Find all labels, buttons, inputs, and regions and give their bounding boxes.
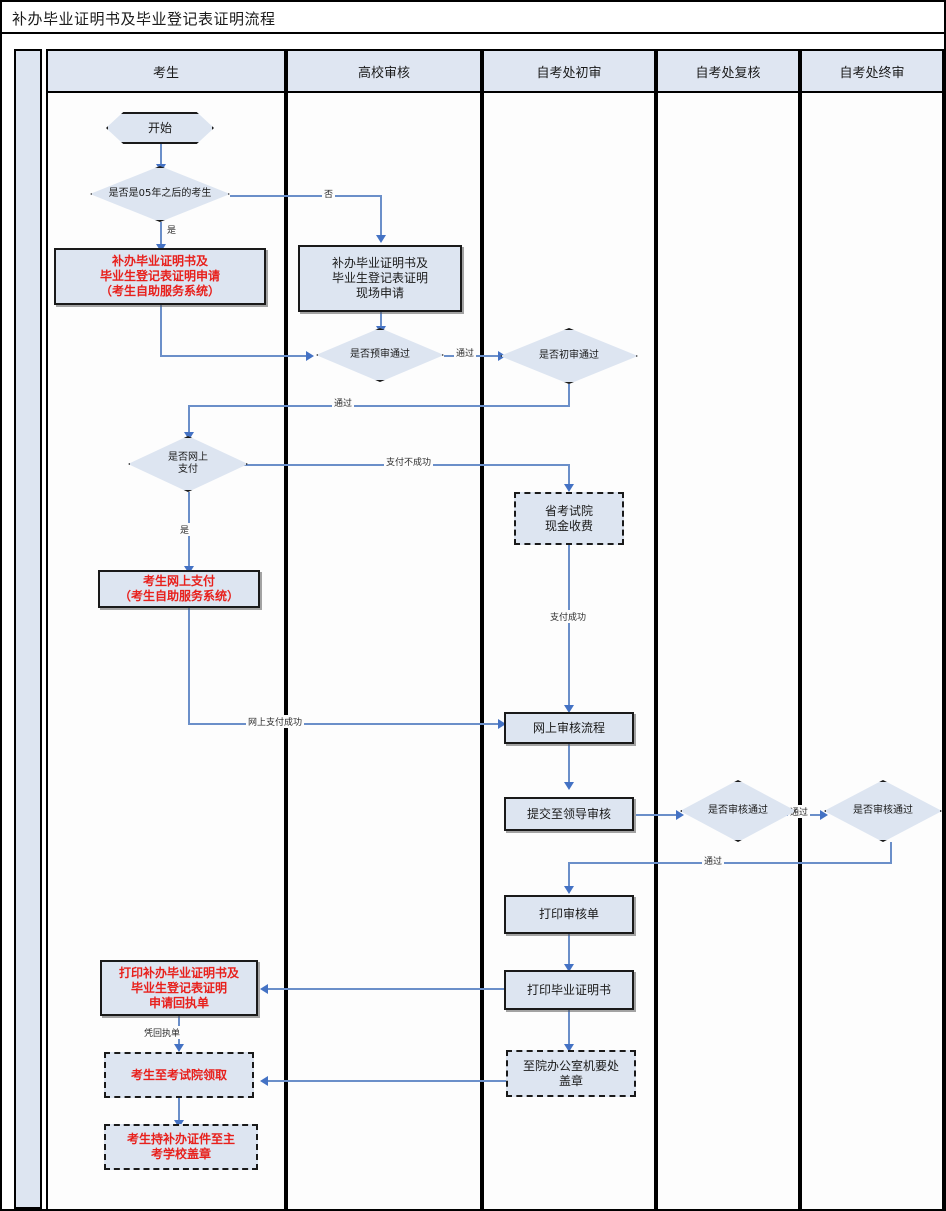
edge-printcert-to-receipt [264,988,504,990]
arrow-seal-to-pickup [260,1076,268,1086]
node-first-check[interactable]: 是否初审通过 [500,328,638,384]
arrow-onlinepay-to-review [498,719,506,729]
edge-label-yes: 是 [165,223,179,236]
node-print-review-sheet[interactable]: 打印审核单 [504,895,634,934]
edge-label-pass-precheck: 通过 [454,346,477,359]
edge-label-online-pay-success: 网上支付成功 [246,715,305,728]
arrow-reviewflow-to-submit [564,782,574,790]
node-review-pass[interactable]: 是否审核通过 [680,780,796,842]
arrow-receipt-to-pickup [174,1044,184,1052]
edge-reviewflow-to-submit [568,744,570,786]
lane-body-office-review [656,93,800,1209]
arrow-applyonline-to-precheck [306,351,314,361]
node-apply-onsite[interactable]: 补办毕业证明书及 毕业生登记表证明 现场申请 [298,245,462,312]
edge-label-pay-success: 支付成功 [548,610,589,623]
node-school-seal[interactable]: 考生持补办证件至主 考学校盖章 [104,1124,258,1170]
lane-header-college: 高校审核 [286,49,482,93]
arrow-submit-to-reviewpass [676,810,684,820]
node-is-after-2005-label: 是否是05年之后的考生 [108,187,212,199]
edge-start-to-after2005 [160,144,162,166]
edge-pay-fail-down [568,464,570,486]
edge-after2005-yes [160,222,162,248]
arrow-printsheet-to-printcert [564,964,574,972]
lane-body-office-final [800,93,944,1209]
edge-firstcheck-left [188,405,570,407]
arrow-printcert-to-seal [564,1044,574,1052]
edge-firstcheck-down [568,384,570,406]
node-seal-office[interactable]: 至院办公室机要处 盖章 [506,1050,636,1097]
node-submit-to-leader[interactable]: 提交至领导审核 [504,797,634,831]
arrow-reviewpass-to-finalpass [820,810,828,820]
edge-label-with-receipt: 凭回执单 [142,1026,183,1039]
edge-label-pass-firstcheck: 通过 [332,396,355,409]
node-online-review-flow[interactable]: 网上审核流程 [504,712,634,744]
edge-label-pay-fail: 支付不成功 [384,455,434,468]
edge-label-no: 否 [322,187,336,200]
edge-applyonsite-down [380,312,382,330]
edge-applyonline-right [160,355,308,357]
arrow-firstcheck-to-pay [184,432,194,440]
node-pre-check[interactable]: 是否预审通过 [316,328,444,382]
node-apply-online[interactable]: 补办毕业证明书及 毕业生登记表证明申请 （考生自助服务系统） [54,248,266,305]
page-title: 补办毕业证明书及毕业登记表证明流程 [12,10,276,28]
edge-seal-to-pickup [264,1080,506,1082]
lane-header-office-final-label: 自考处终审 [839,65,905,81]
node-review-pass-label: 是否审核通过 [708,804,768,816]
node-print-certificate[interactable]: 打印毕业证明书 [504,970,634,1010]
edge-after2005-no-down [380,195,382,237]
node-is-online-pay-label: 是否网上 支付 [168,451,208,476]
edge-label-yes-pay: 是 [178,523,192,536]
node-print-receipt[interactable]: 打印补办毕业证明书及 毕业生登记表证明 申请回执单 [100,960,258,1016]
lane-header-office-review-label: 自考处复核 [695,65,761,81]
edge-finalpass-to-print [568,862,570,890]
lane-header-candidate-label: 考生 [152,65,179,81]
edge-printsheet-to-printcert [568,934,570,968]
edge-pickup-to-schoolseal [178,1098,180,1124]
edge-applyonline-down [160,305,162,356]
node-is-after-2005[interactable]: 是否是05年之后的考生 [90,166,230,222]
node-final-pass[interactable]: 是否审核通过 [824,780,942,842]
lane-header-candidate: 考生 [46,49,286,93]
node-first-check-label: 是否初审通过 [539,349,599,361]
edge-label-review-pass: 通过 [788,805,811,818]
edge-submit-to-reviewpass [636,814,680,816]
node-pickup[interactable]: 考生至考试院领取 [104,1052,254,1098]
edge-finalpass-down [890,842,892,864]
edge-finalpass-left [568,862,892,864]
title-bar: 补办毕业证明书及毕业登记表证明流程 [2,2,944,34]
lane-header-office-final: 自考处终审 [800,49,944,93]
node-start[interactable]: 开始 [106,112,214,144]
arrow-cash-to-review [564,705,574,713]
lane-header-office-first-label: 自考处初审 [536,65,602,81]
lane-header-college-label: 高校审核 [357,65,410,81]
node-is-online-pay[interactable]: 是否网上 支付 [128,436,248,492]
edge-cash-to-review [568,545,570,709]
arrow-pay-fail [564,484,574,492]
edge-onlinepay-down [188,608,190,723]
node-online-pay[interactable]: 考生网上支付 （考生自助服务系统） [98,570,260,608]
lane-header-office-review: 自考处复核 [656,49,800,93]
edge-firstcheck-to-pay [188,405,190,436]
node-cash-payment[interactable]: 省考试院 现金收费 [514,492,624,545]
edge-printcert-to-seal [568,1010,570,1048]
node-pre-check-label: 是否预审通过 [350,348,410,360]
lane-label-strip [14,49,42,1209]
lane-header-office-first: 自考处初审 [482,49,656,93]
arrow-finalpass-to-print [564,886,574,894]
edge-onlinepay-right [188,723,502,725]
arrow-printcert-to-receipt [260,984,268,994]
node-final-pass-label: 是否审核通过 [853,804,913,816]
arrow-after2005-no [376,235,386,243]
edge-label-final-pass: 通过 [702,854,725,867]
edge-after2005-no [230,195,382,197]
